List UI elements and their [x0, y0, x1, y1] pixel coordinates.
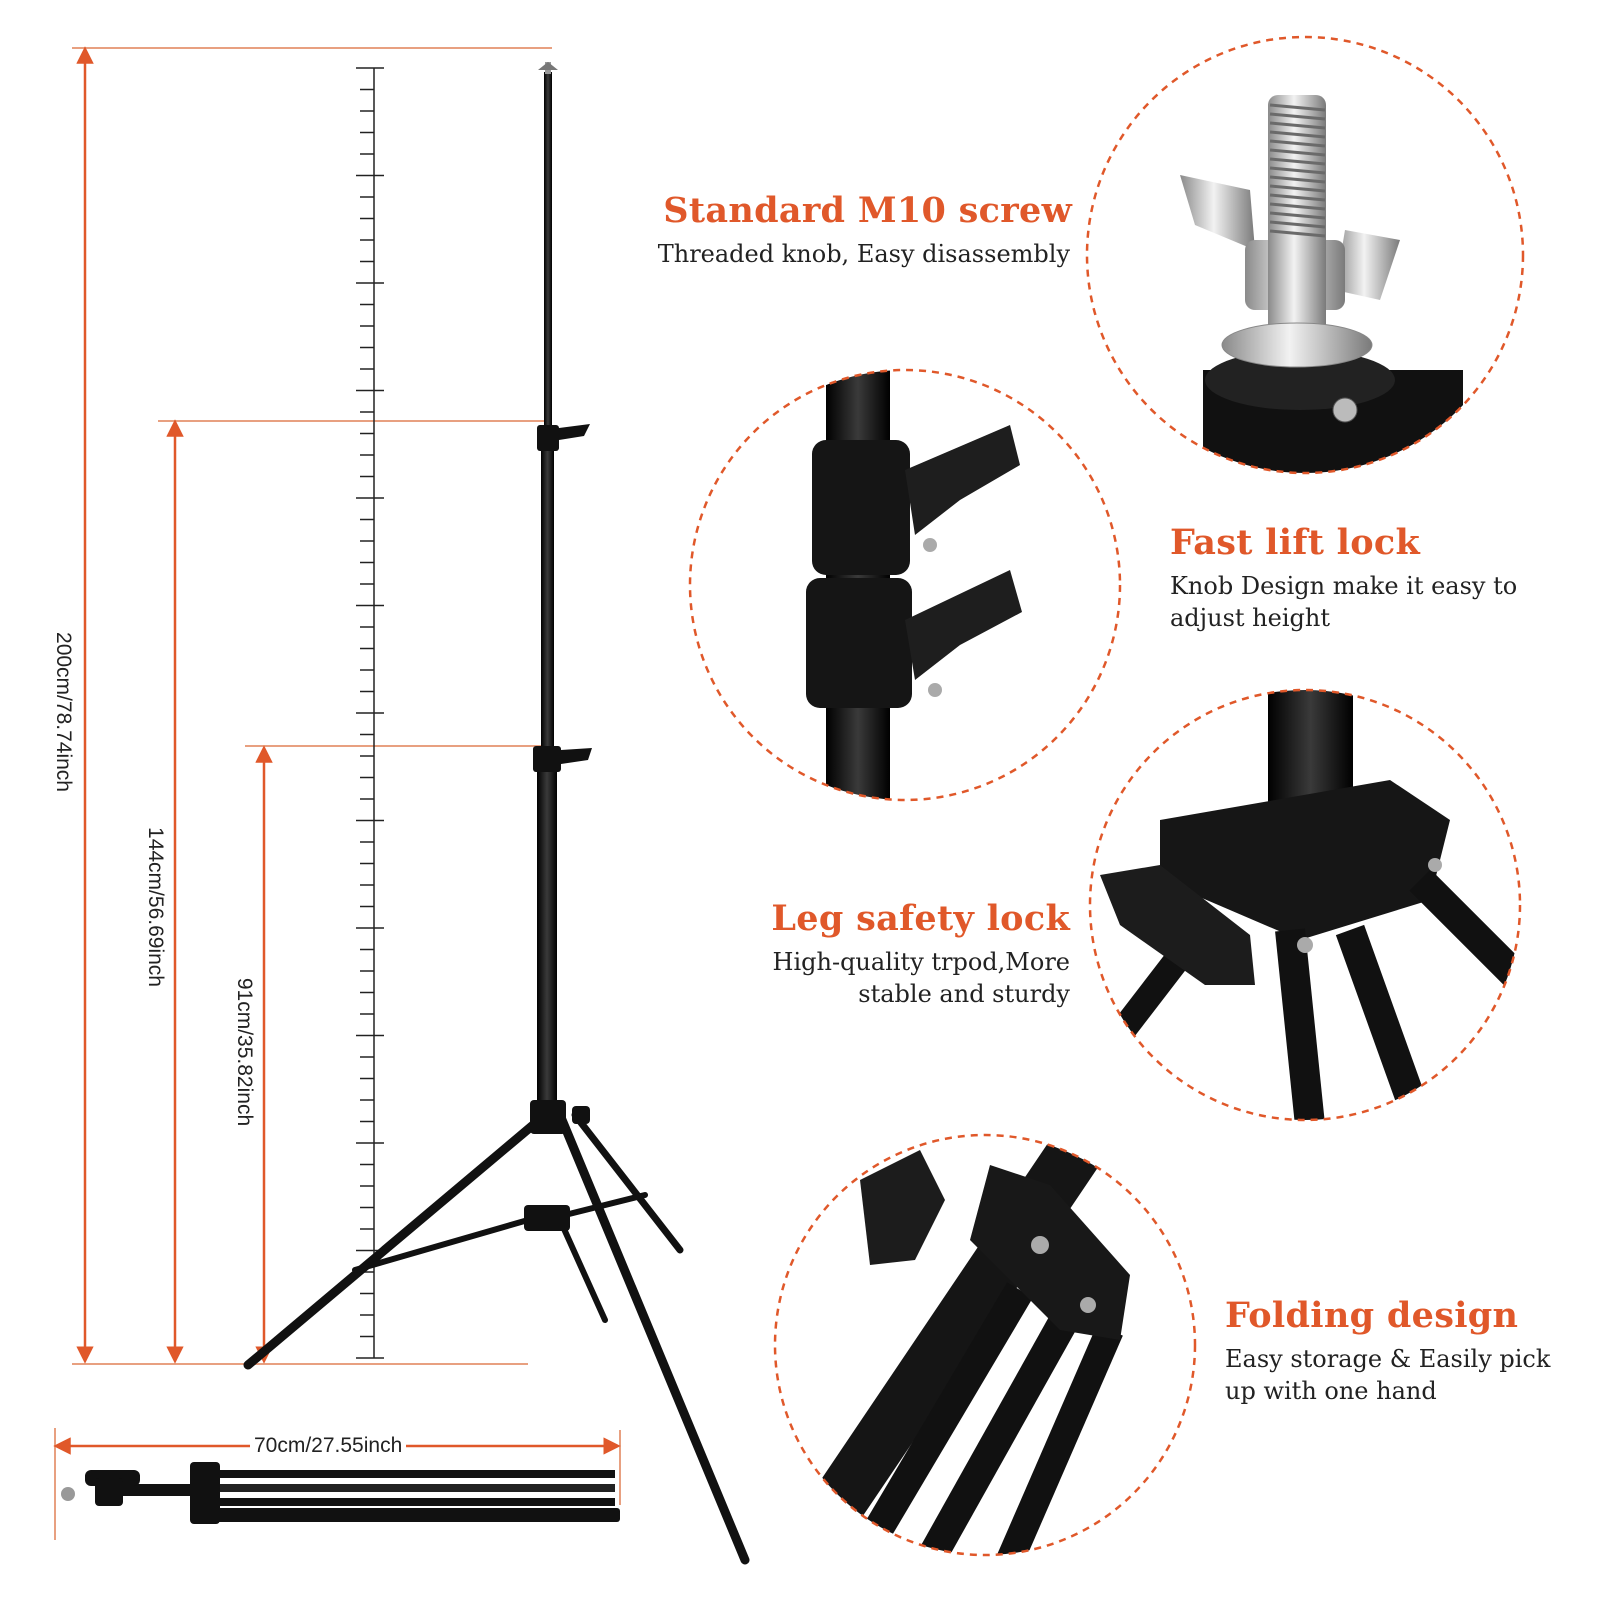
- feature-title-leg-lock: Leg safety lock: [771, 898, 1070, 939]
- mid-height-label: 144cm/56.69inch: [142, 823, 167, 991]
- full-height-label: 200cm/78.74inch: [50, 628, 75, 796]
- folded-stand: [61, 1462, 620, 1524]
- feature-title-lift-lock: Fast lift lock: [1170, 522, 1421, 563]
- screw-detail: [1085, 35, 1525, 475]
- lift-lock-detail: [688, 368, 1122, 802]
- folded-length-label: 70cm/27.55inch: [250, 1434, 407, 1458]
- feature-title-folding: Folding design: [1225, 1295, 1519, 1336]
- folding-detail: [773, 1133, 1197, 1557]
- measuring-ruler: [356, 67, 384, 1359]
- feature-desc-screw: Threaded knob, Easy disassembly: [657, 240, 1070, 268]
- feature-desc-lift-lock: Knob Design make it easy to adjust heigh…: [1170, 572, 1518, 632]
- feature-title-screw: Standard M10 screw: [663, 190, 1072, 231]
- feature-desc-folding: Easy storage & Easily pick up with one h…: [1225, 1345, 1551, 1405]
- leg-lock-detail: [1088, 688, 1522, 1122]
- min-height-label: 91cm/35.82inch: [232, 973, 257, 1131]
- light-stand: [243, 62, 750, 1565]
- dimension-arrows: [53, 46, 621, 1455]
- feature-desc-leg-lock: High-quality trpod,More stable and sturd…: [772, 948, 1070, 1008]
- dimension-guides: [54, 47, 621, 1540]
